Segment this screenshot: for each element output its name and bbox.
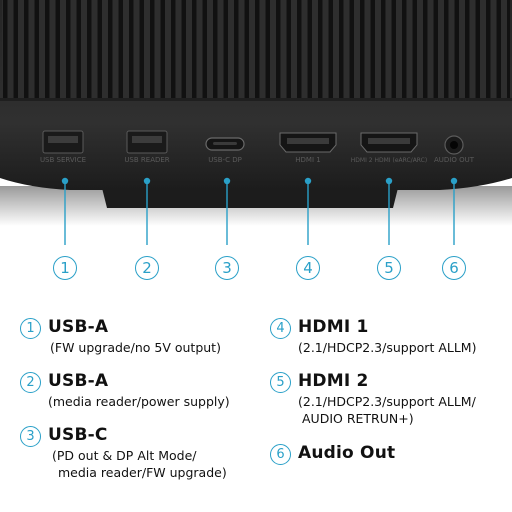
legend-desc-5-line-1: (2.1/HDCP2.3/support ALLM/ (298, 394, 476, 409)
legend-desc-2-line-1: (media reader/power supply) (48, 394, 230, 409)
legend-number-6: 6 (270, 444, 291, 465)
legend-desc-3-line-2: media reader/FW upgrade) (58, 465, 227, 480)
legend-number-4: 4 (270, 318, 291, 339)
port-usb-c (205, 137, 245, 151)
callout-number-4: 4 (296, 256, 320, 280)
legend-number-1: 1 (20, 318, 41, 339)
callout-number-2: 2 (135, 256, 159, 280)
port-audio-out (444, 135, 464, 155)
port-print-3: USB-C DP (208, 156, 242, 164)
callout-number-6: 6 (442, 256, 466, 280)
callout-dots (61, 177, 458, 185)
legend-number-3: 3 (20, 426, 41, 447)
port-usb-a-service (42, 130, 84, 154)
legend-number-5: 5 (270, 372, 291, 393)
callout-number-3: 3 (215, 256, 239, 280)
legend-title-5: HDMI 2 (298, 371, 369, 391)
device-rear-panel: USB SERVICE USB READER USB-C DP HDMI 1 H… (0, 0, 512, 245)
port-print-6: AUDIO OUT (434, 156, 475, 164)
legend-title-4: HDMI 1 (298, 317, 369, 337)
port-print-4: HDMI 1 (295, 156, 320, 164)
port-hdmi-2 (360, 132, 418, 153)
callout-lines (64, 181, 455, 245)
port-hdmi-1 (279, 132, 337, 153)
legend-desc-4-line-1: (2.1/HDCP2.3/support ALLM) (298, 340, 477, 355)
legend-desc-1-line-1: (FW upgrade/no 5V output) (50, 340, 221, 355)
legend-desc-3-line-1: (PD out & DP Alt Mode/ (52, 448, 197, 463)
legend-title-1: USB-A (48, 317, 109, 337)
legend-title-6: Audio Out (298, 443, 396, 463)
callout-number-1: 1 (53, 256, 77, 280)
port-print-5: HDMI 2 HDMI (eARC/ARC) (351, 157, 427, 164)
vent-grille (2, 0, 510, 98)
legend-title-2: USB-A (48, 371, 109, 391)
port-print-2: USB READER (124, 156, 169, 164)
callout-number-5: 5 (377, 256, 401, 280)
port-usb-a-reader (126, 130, 168, 154)
port-print-1: USB SERVICE (40, 156, 86, 164)
legend-number-2: 2 (20, 372, 41, 393)
legend-title-3: USB-C (48, 425, 108, 445)
legend-desc-5-line-2: AUDIO RETRUN+) (302, 411, 414, 426)
